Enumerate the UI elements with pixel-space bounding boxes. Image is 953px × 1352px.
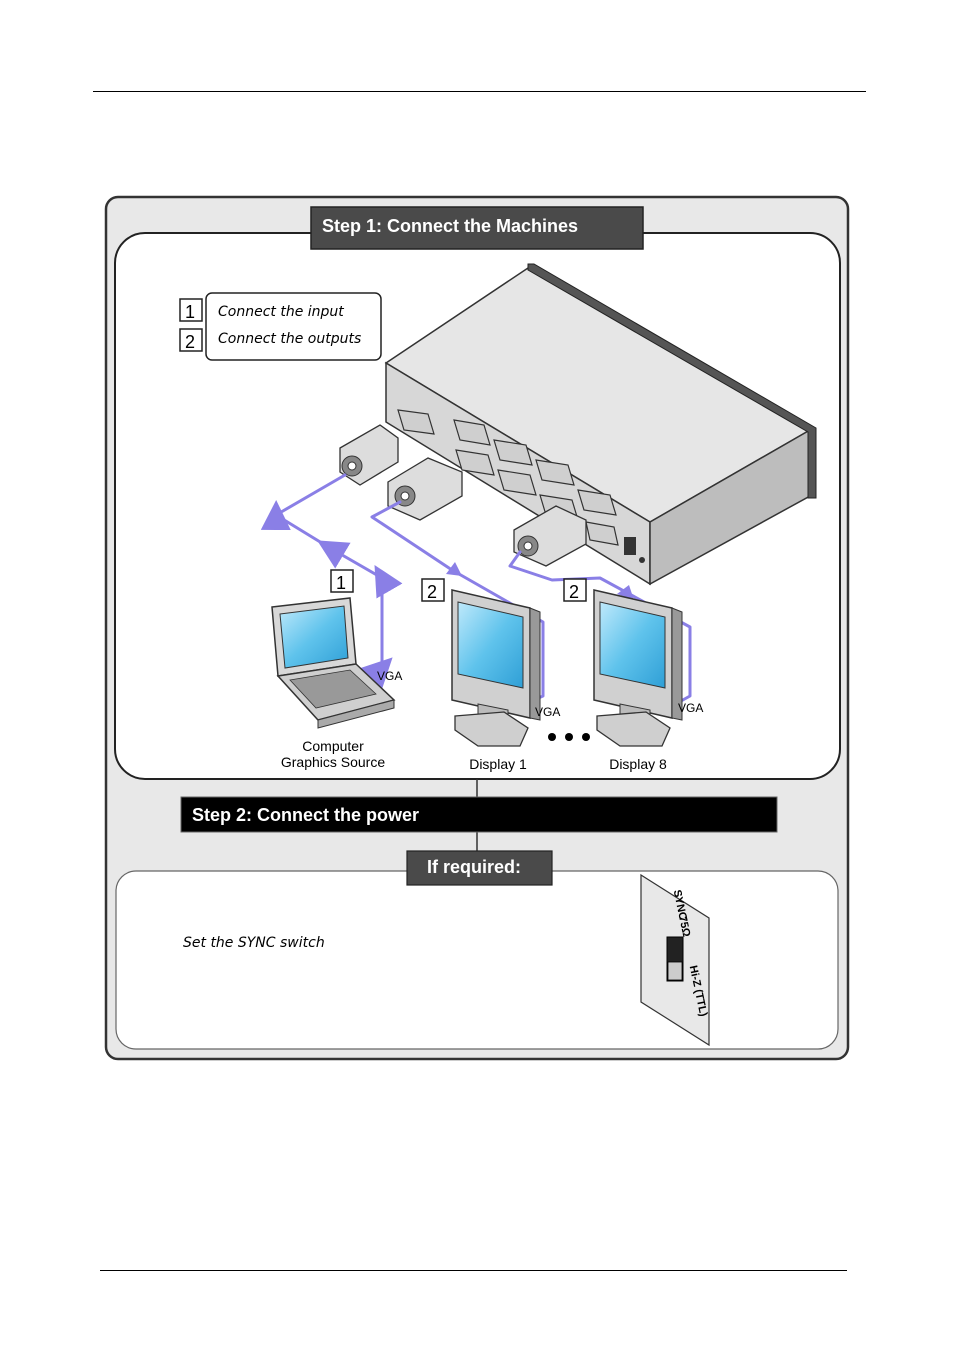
- vga-label-source: VGA: [377, 669, 402, 683]
- if-required-box: [116, 871, 838, 1049]
- marker-output1: 2: [422, 579, 444, 602]
- vga-label-display1: VGA: [535, 705, 560, 719]
- display1-label: Display 1: [469, 756, 527, 772]
- sync-instruction: Set the SYNC switch: [183, 935, 325, 951]
- marker-output1-text: 2: [427, 582, 437, 602]
- step2-bar: Step 2: Connect the power: [181, 797, 777, 832]
- source-label-line2: Graphics Source: [281, 754, 385, 770]
- sync-switch-toggle: [668, 962, 682, 980]
- legend-num-1: 1: [185, 302, 195, 322]
- legend-text-2: Connect the outputs: [218, 331, 361, 347]
- if-required-tab: If required:: [407, 851, 552, 885]
- legend: 1 2 Connect the input Connect the output…: [180, 293, 381, 360]
- marker-input-text: 1: [336, 573, 346, 593]
- marker-output8: 2: [564, 579, 586, 602]
- display8-label: Display 8: [609, 756, 667, 772]
- step2-title: Step 2: Connect the power: [192, 805, 419, 825]
- legend-text-1: Connect the input: [218, 304, 344, 320]
- ellipsis-dots: [548, 733, 590, 741]
- marker-input: 1: [331, 570, 353, 593]
- source-label-line1: Computer: [302, 738, 364, 754]
- marker-output8-text: 2: [569, 582, 579, 602]
- step1-title-bar: Step 1: Connect the Machines: [311, 207, 643, 249]
- step1-title: Step 1: Connect the Machines: [322, 216, 578, 236]
- vga-label-display8: VGA: [678, 701, 703, 715]
- legend-num-2: 2: [185, 332, 195, 352]
- if-required-title: If required:: [427, 857, 521, 877]
